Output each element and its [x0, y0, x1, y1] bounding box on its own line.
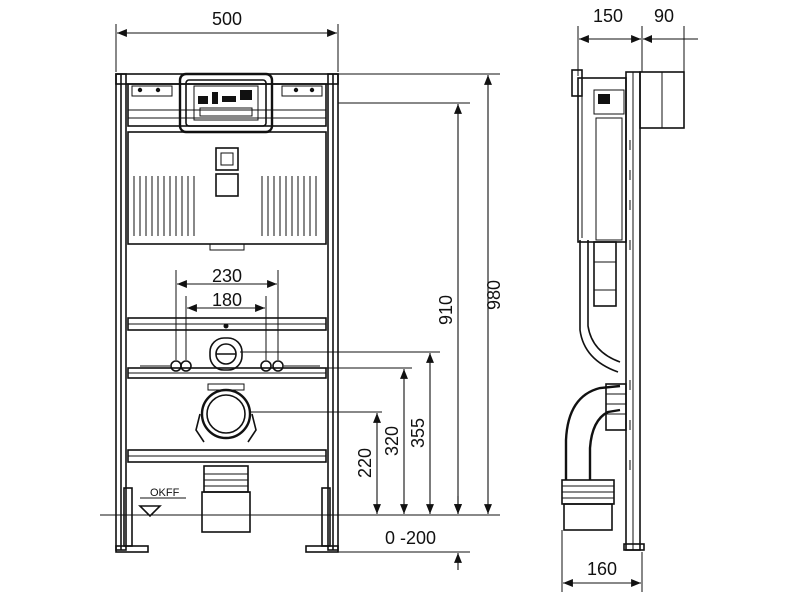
dim-220: 220 [355, 413, 381, 514]
top-rail [115, 73, 339, 85]
dim-frame-width: 500 [115, 9, 339, 72]
dim-side-160-label: 160 [587, 559, 617, 579]
dim-adjust-range-label: 0 -200 [385, 528, 436, 548]
dim-180-label: 180 [212, 290, 242, 310]
floor-level-label: OKFF [150, 487, 180, 499]
dim-adjust-range: 0 -200 [338, 496, 470, 570]
dim-355: 355 [408, 353, 434, 514]
flush-plate-frame [178, 72, 274, 134]
dim-side-bottom: 160 [561, 530, 643, 592]
dim-355-label: 355 [408, 418, 428, 448]
dim-frame-width-label: 500 [212, 9, 242, 29]
side-cistern [571, 69, 627, 243]
dim-320-label: 320 [382, 426, 402, 456]
front-view: OKFF 500 230 180 [100, 9, 504, 570]
side-connector [561, 479, 615, 531]
dim-910-label: 910 [436, 295, 456, 325]
water-inlet [209, 337, 243, 371]
side-elbow [564, 383, 627, 480]
dim-220-label: 220 [355, 448, 375, 478]
cistern [127, 131, 327, 251]
floor-level-symbol [138, 505, 162, 518]
mounting-rails [127, 317, 327, 463]
cistern-slats-left [133, 176, 195, 236]
dim-320: 320 [382, 369, 408, 514]
dim-side-150-label: 150 [593, 6, 623, 26]
dim-180: 180 [185, 290, 267, 360]
cistern-slats-right [261, 176, 317, 236]
dim-910: 910 [436, 104, 462, 514]
top-fittings [131, 85, 323, 97]
dim-side-90-label: 90 [654, 6, 674, 26]
dim-980: 980 [484, 75, 504, 514]
drain-outlet [195, 383, 257, 443]
dim-980-label: 980 [484, 280, 504, 310]
side-flush-pipe [579, 240, 621, 373]
dim-side-top: 150 90 [577, 6, 698, 76]
mounting-bolts [140, 323, 320, 372]
frame-feet [115, 487, 339, 553]
dim-230: 230 [175, 266, 279, 360]
drain-pipe [201, 465, 251, 533]
side-foot [623, 543, 645, 551]
dim-230-label: 230 [212, 266, 242, 286]
side-view: 150 90 160 [561, 6, 698, 592]
